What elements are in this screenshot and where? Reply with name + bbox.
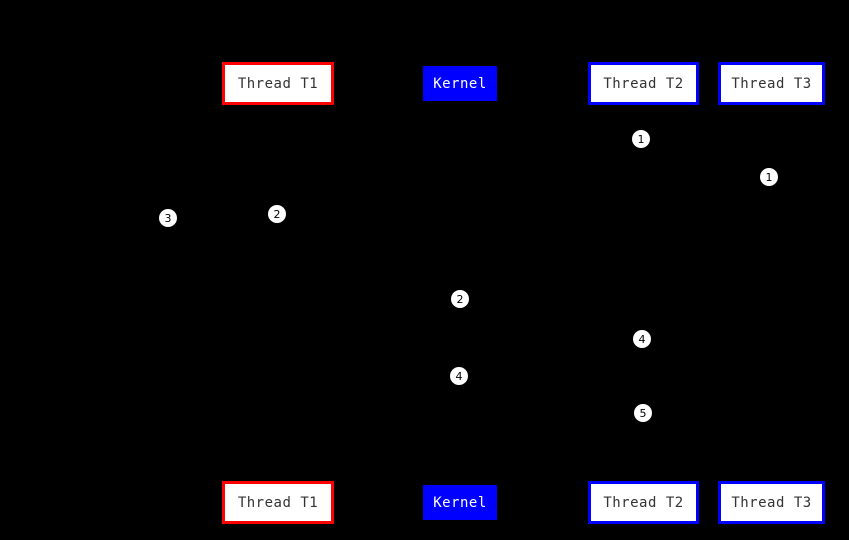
step-marker-t2-5: 5	[634, 404, 652, 422]
participant-label: Thread T1	[237, 75, 319, 92]
step-marker-number: 1	[637, 132, 645, 146]
step-marker-number: 2	[273, 207, 281, 221]
participant-kernel-top[interactable]: Kernel	[423, 66, 497, 101]
participant-label: Thread T2	[603, 494, 684, 511]
participant-kernel-bottom[interactable]: Kernel	[423, 485, 497, 520]
step-marker-number: 2	[456, 292, 464, 306]
participant-thread-t2-bottom[interactable]: Thread T2	[588, 481, 699, 524]
participant-label: Kernel	[433, 494, 487, 511]
step-marker-number: 3	[164, 211, 172, 225]
step-marker-t2-1: 1	[632, 130, 650, 148]
step-marker-kernel-2: 2	[451, 290, 469, 308]
step-marker-number: 4	[638, 332, 646, 346]
participant-thread-t3-top[interactable]: Thread T3	[718, 62, 825, 105]
lifeline-thread-t3	[771, 105, 772, 481]
step-marker-number: 5	[639, 406, 647, 420]
step-marker-kernel-4: 4	[450, 367, 468, 385]
participant-label: Thread T2	[603, 75, 684, 92]
step-marker-number: 4	[455, 369, 463, 383]
participant-thread-t1-top[interactable]: Thread T1	[222, 62, 334, 105]
participant-thread-t3-bottom[interactable]: Thread T3	[718, 481, 825, 524]
lifeline-thread-t1	[278, 105, 279, 481]
participant-label: Thread T3	[731, 75, 812, 92]
step-marker-t2-4: 4	[633, 330, 651, 348]
participant-label: Kernel	[433, 75, 487, 92]
participant-thread-t1-bottom[interactable]: Thread T1	[222, 481, 334, 524]
step-marker-left-3: 3	[159, 209, 177, 227]
participant-label: Thread T1	[237, 494, 319, 511]
lifeline-thread-t2	[643, 105, 644, 481]
participant-label: Thread T3	[731, 494, 812, 511]
step-marker-t3-1: 1	[760, 168, 778, 186]
participant-thread-t2-top[interactable]: Thread T2	[588, 62, 699, 105]
step-marker-left-2: 2	[268, 205, 286, 223]
step-marker-number: 1	[765, 170, 773, 184]
